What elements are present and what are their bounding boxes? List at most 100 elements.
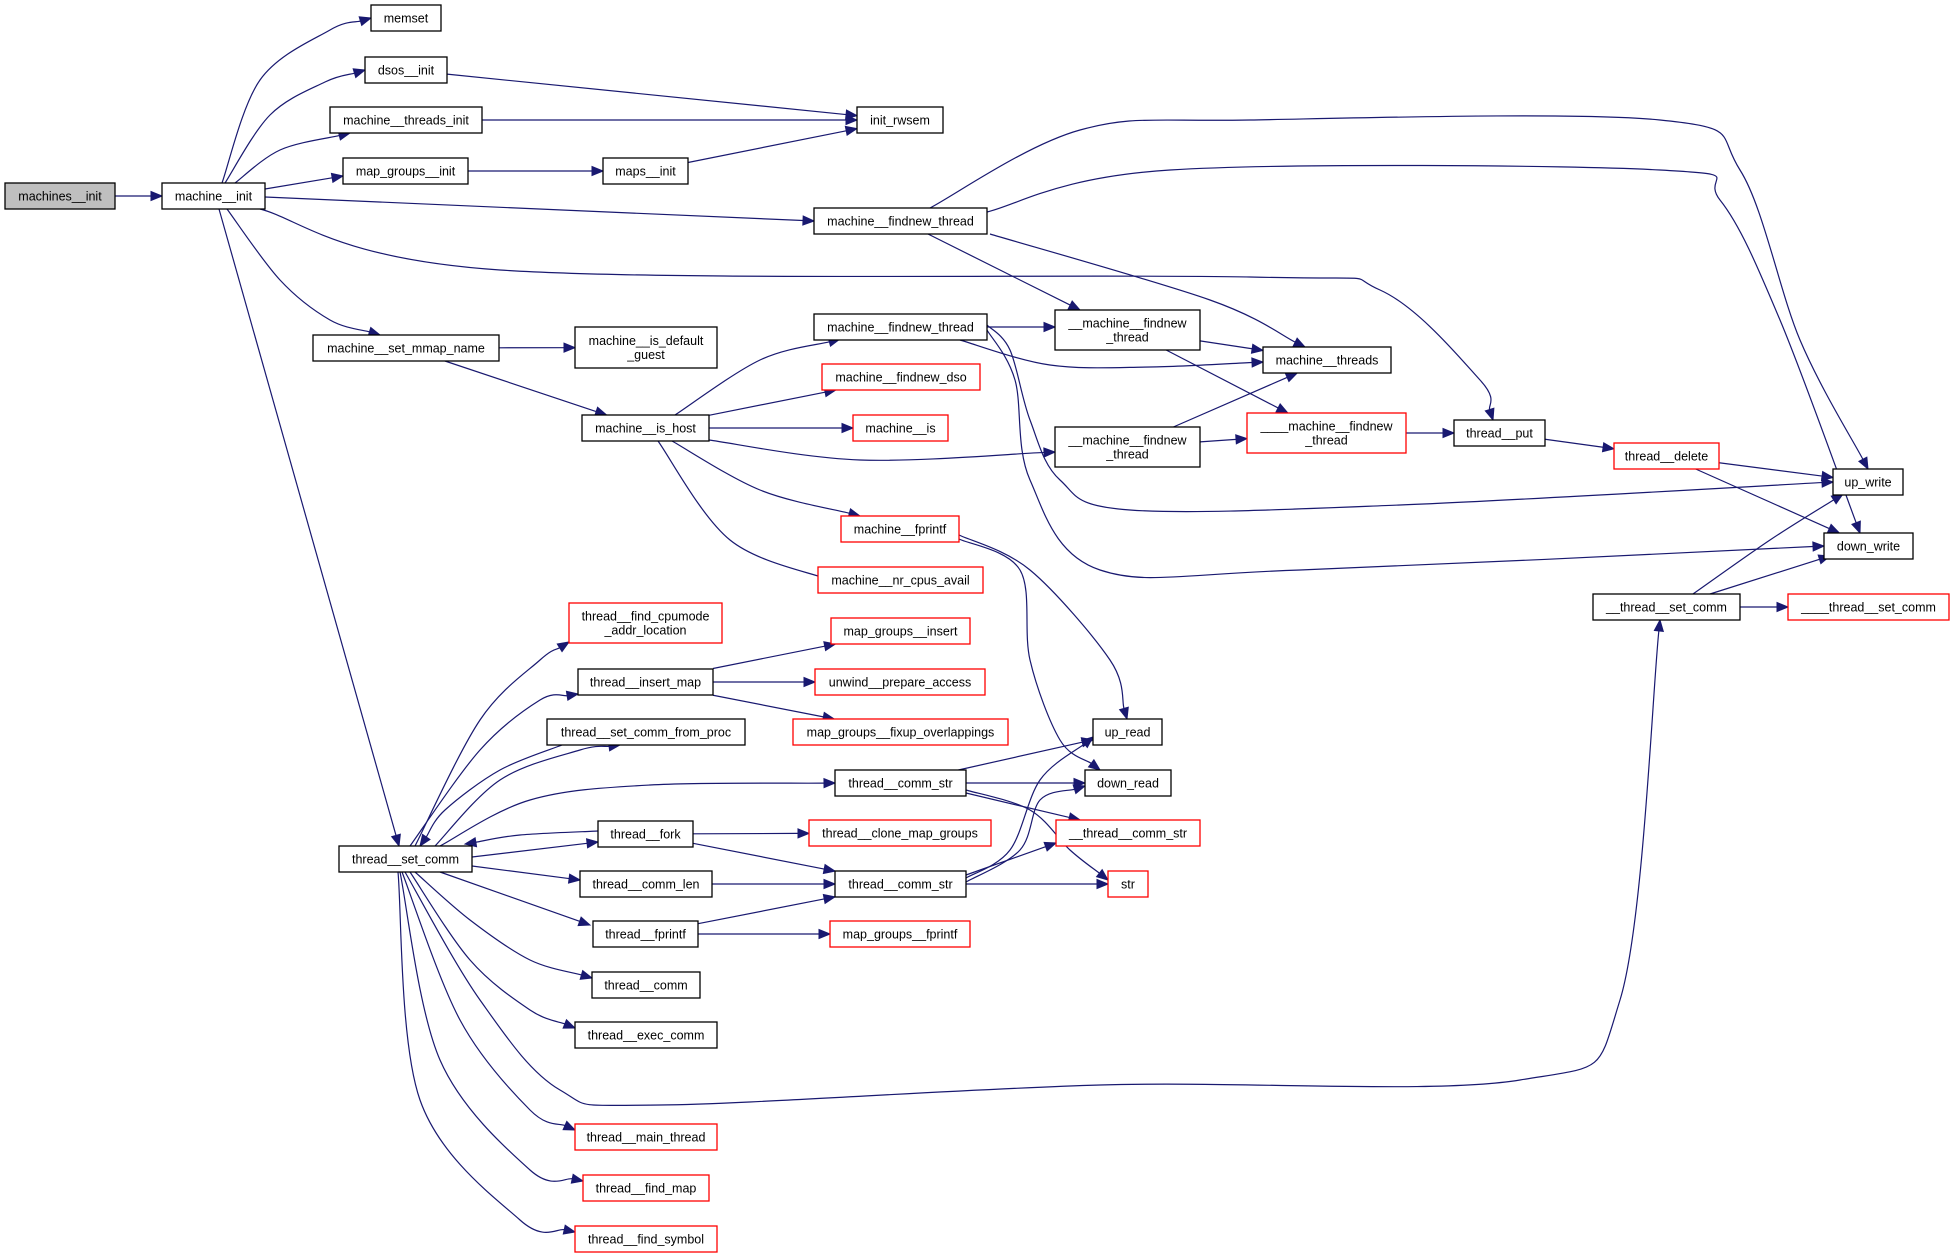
node-box[interactable] bbox=[602, 157, 689, 185]
node-thread-main-thread[interactable]: thread__main_thread bbox=[574, 1123, 718, 1151]
node-box[interactable] bbox=[364, 56, 448, 84]
node-dsos-init[interactable]: dsos__init bbox=[364, 56, 448, 84]
node-box[interactable] bbox=[4, 182, 116, 210]
node-thread-insert-map[interactable]: thread__insert_map bbox=[577, 668, 714, 696]
node-box[interactable] bbox=[829, 920, 971, 948]
node-thread-find-symbol[interactable]: thread__find_symbol bbox=[574, 1225, 718, 1253]
node-box[interactable] bbox=[597, 820, 694, 848]
node-thread-delete[interactable]: thread__delete bbox=[1613, 442, 1720, 470]
node-box[interactable] bbox=[579, 870, 713, 898]
node-thread-clone-map-groups[interactable]: thread__clone_map_groups bbox=[808, 819, 992, 847]
node-box[interactable] bbox=[370, 4, 442, 32]
node-box[interactable] bbox=[792, 718, 1009, 746]
node-box[interactable] bbox=[568, 602, 723, 644]
node-box[interactable] bbox=[840, 515, 960, 543]
node-memset[interactable]: memset bbox=[370, 4, 442, 32]
node-map-groups-fprintf[interactable]: map_groups__fprintf bbox=[829, 920, 971, 948]
node-thread-comm-str-upper[interactable]: thread__comm_str bbox=[834, 769, 967, 797]
node-box[interactable] bbox=[817, 566, 984, 594]
node-box[interactable] bbox=[1823, 532, 1914, 560]
node-thread-set-comm[interactable]: thread__set_comm bbox=[338, 845, 473, 873]
node-thread-comm-str-lower[interactable]: thread__comm_str bbox=[834, 870, 967, 898]
node-thread-comm[interactable]: thread__comm bbox=[591, 971, 701, 999]
node-machine-threads-init[interactable]: machine__threads_init bbox=[329, 106, 483, 134]
node-box[interactable] bbox=[1592, 593, 1741, 621]
node-box[interactable] bbox=[329, 106, 483, 134]
node-down-write[interactable]: down_write bbox=[1823, 532, 1914, 560]
node-map-groups-init[interactable]: map_groups__init bbox=[342, 157, 469, 185]
node-up-write[interactable]: up_write bbox=[1832, 468, 1904, 496]
node-u-mfnt-b[interactable]: __machine__findnew_thread bbox=[1054, 426, 1201, 468]
node-machines-init[interactable]: machines__init bbox=[4, 182, 116, 210]
node-machine-set-mmap-name[interactable]: machine__set_mmap_name bbox=[312, 334, 500, 362]
node-unwind-prepare-access[interactable]: unwind__prepare_access bbox=[814, 668, 986, 696]
node-box[interactable] bbox=[574, 326, 718, 369]
node-thread-comm-len[interactable]: thread__comm_len bbox=[579, 870, 713, 898]
node-box[interactable] bbox=[574, 1021, 718, 1049]
node-thread-put[interactable]: thread__put bbox=[1453, 419, 1546, 447]
node-box[interactable] bbox=[161, 182, 266, 210]
node-down-read[interactable]: down_read bbox=[1084, 769, 1172, 797]
node-thread-find-map[interactable]: thread__find_map bbox=[582, 1174, 710, 1202]
node-box[interactable] bbox=[856, 106, 944, 134]
node-box[interactable] bbox=[1246, 412, 1407, 454]
node-machine-is[interactable]: machine__is bbox=[852, 414, 949, 442]
node-box[interactable] bbox=[581, 414, 710, 442]
node-box[interactable] bbox=[1054, 309, 1201, 351]
node-machine-init[interactable]: machine__init bbox=[161, 182, 266, 210]
node-box[interactable] bbox=[338, 845, 473, 873]
node-box[interactable] bbox=[574, 1123, 718, 1151]
node-box[interactable] bbox=[592, 920, 699, 948]
node-box[interactable] bbox=[577, 668, 714, 696]
node-thread-set-comm-from-proc[interactable]: thread__set_comm_from_proc bbox=[546, 718, 746, 746]
node-machine-is-default-guest[interactable]: machine__is_default_guest bbox=[574, 326, 718, 369]
node-box[interactable] bbox=[821, 363, 981, 391]
node-box[interactable] bbox=[813, 207, 988, 235]
node-box[interactable] bbox=[808, 819, 992, 847]
node-box[interactable] bbox=[813, 313, 988, 341]
node-machine-findnew-dso[interactable]: machine__findnew_dso bbox=[821, 363, 981, 391]
node-machine-is-host[interactable]: machine__is_host bbox=[581, 414, 710, 442]
node-box[interactable] bbox=[342, 157, 469, 185]
node-box[interactable] bbox=[1613, 442, 1720, 470]
node-maps-init[interactable]: maps__init bbox=[602, 157, 689, 185]
node-box[interactable] bbox=[546, 718, 746, 746]
node-mfnt-upper[interactable]: machine__findnew_thread bbox=[813, 207, 988, 235]
node-map-groups-fixup[interactable]: map_groups__fixup_overlappings bbox=[792, 718, 1009, 746]
node-box[interactable] bbox=[312, 334, 500, 362]
node-thread-find-cpumode[interactable]: thread__find_cpumode_addr_location bbox=[568, 602, 723, 644]
node-box[interactable] bbox=[814, 668, 986, 696]
node-map-groups-insert[interactable]: map_groups__insert bbox=[830, 617, 971, 645]
node-box[interactable] bbox=[574, 1225, 718, 1253]
node-str[interactable]: str bbox=[1107, 870, 1149, 898]
node-thread-exec-comm[interactable]: thread__exec_comm bbox=[574, 1021, 718, 1049]
node-box[interactable] bbox=[582, 1174, 710, 1202]
node-u-thread-set-comm[interactable]: __thread__set_comm bbox=[1592, 593, 1741, 621]
node-box[interactable] bbox=[1832, 468, 1904, 496]
node-uu-mfnt[interactable]: ____machine__findnew_thread bbox=[1246, 412, 1407, 454]
node-box[interactable] bbox=[1092, 718, 1163, 746]
node-box[interactable] bbox=[1055, 819, 1201, 847]
node-box[interactable] bbox=[852, 414, 949, 442]
node-thread-fork[interactable]: thread__fork bbox=[597, 820, 694, 848]
node-thread-fprintf[interactable]: thread__fprintf bbox=[592, 920, 699, 948]
node-box[interactable] bbox=[834, 769, 967, 797]
node-machine-nr-cpus-avail[interactable]: machine__nr_cpus_avail bbox=[817, 566, 984, 594]
node-box[interactable] bbox=[1787, 593, 1950, 621]
node-up-read[interactable]: up_read bbox=[1092, 718, 1163, 746]
node-box[interactable] bbox=[1262, 346, 1392, 374]
node-box[interactable] bbox=[830, 617, 971, 645]
node-box[interactable] bbox=[834, 870, 967, 898]
node-box[interactable] bbox=[1453, 419, 1546, 447]
node-machine-threads[interactable]: machine__threads bbox=[1262, 346, 1392, 374]
node-mfnt-lower[interactable]: machine__findnew_thread bbox=[813, 313, 988, 341]
node-machine-fprintf[interactable]: machine__fprintf bbox=[840, 515, 960, 543]
node-u-thread-comm-str[interactable]: __thread__comm_str bbox=[1055, 819, 1201, 847]
node-uu-thread-set-comm[interactable]: ____thread__set_comm bbox=[1787, 593, 1950, 621]
node-u-mfnt-a[interactable]: __machine__findnew_thread bbox=[1054, 309, 1201, 351]
node-init-rwsem[interactable]: init_rwsem bbox=[856, 106, 944, 134]
node-box[interactable] bbox=[1084, 769, 1172, 797]
node-box[interactable] bbox=[1107, 870, 1149, 898]
node-box[interactable] bbox=[1054, 426, 1201, 468]
node-box[interactable] bbox=[591, 971, 701, 999]
